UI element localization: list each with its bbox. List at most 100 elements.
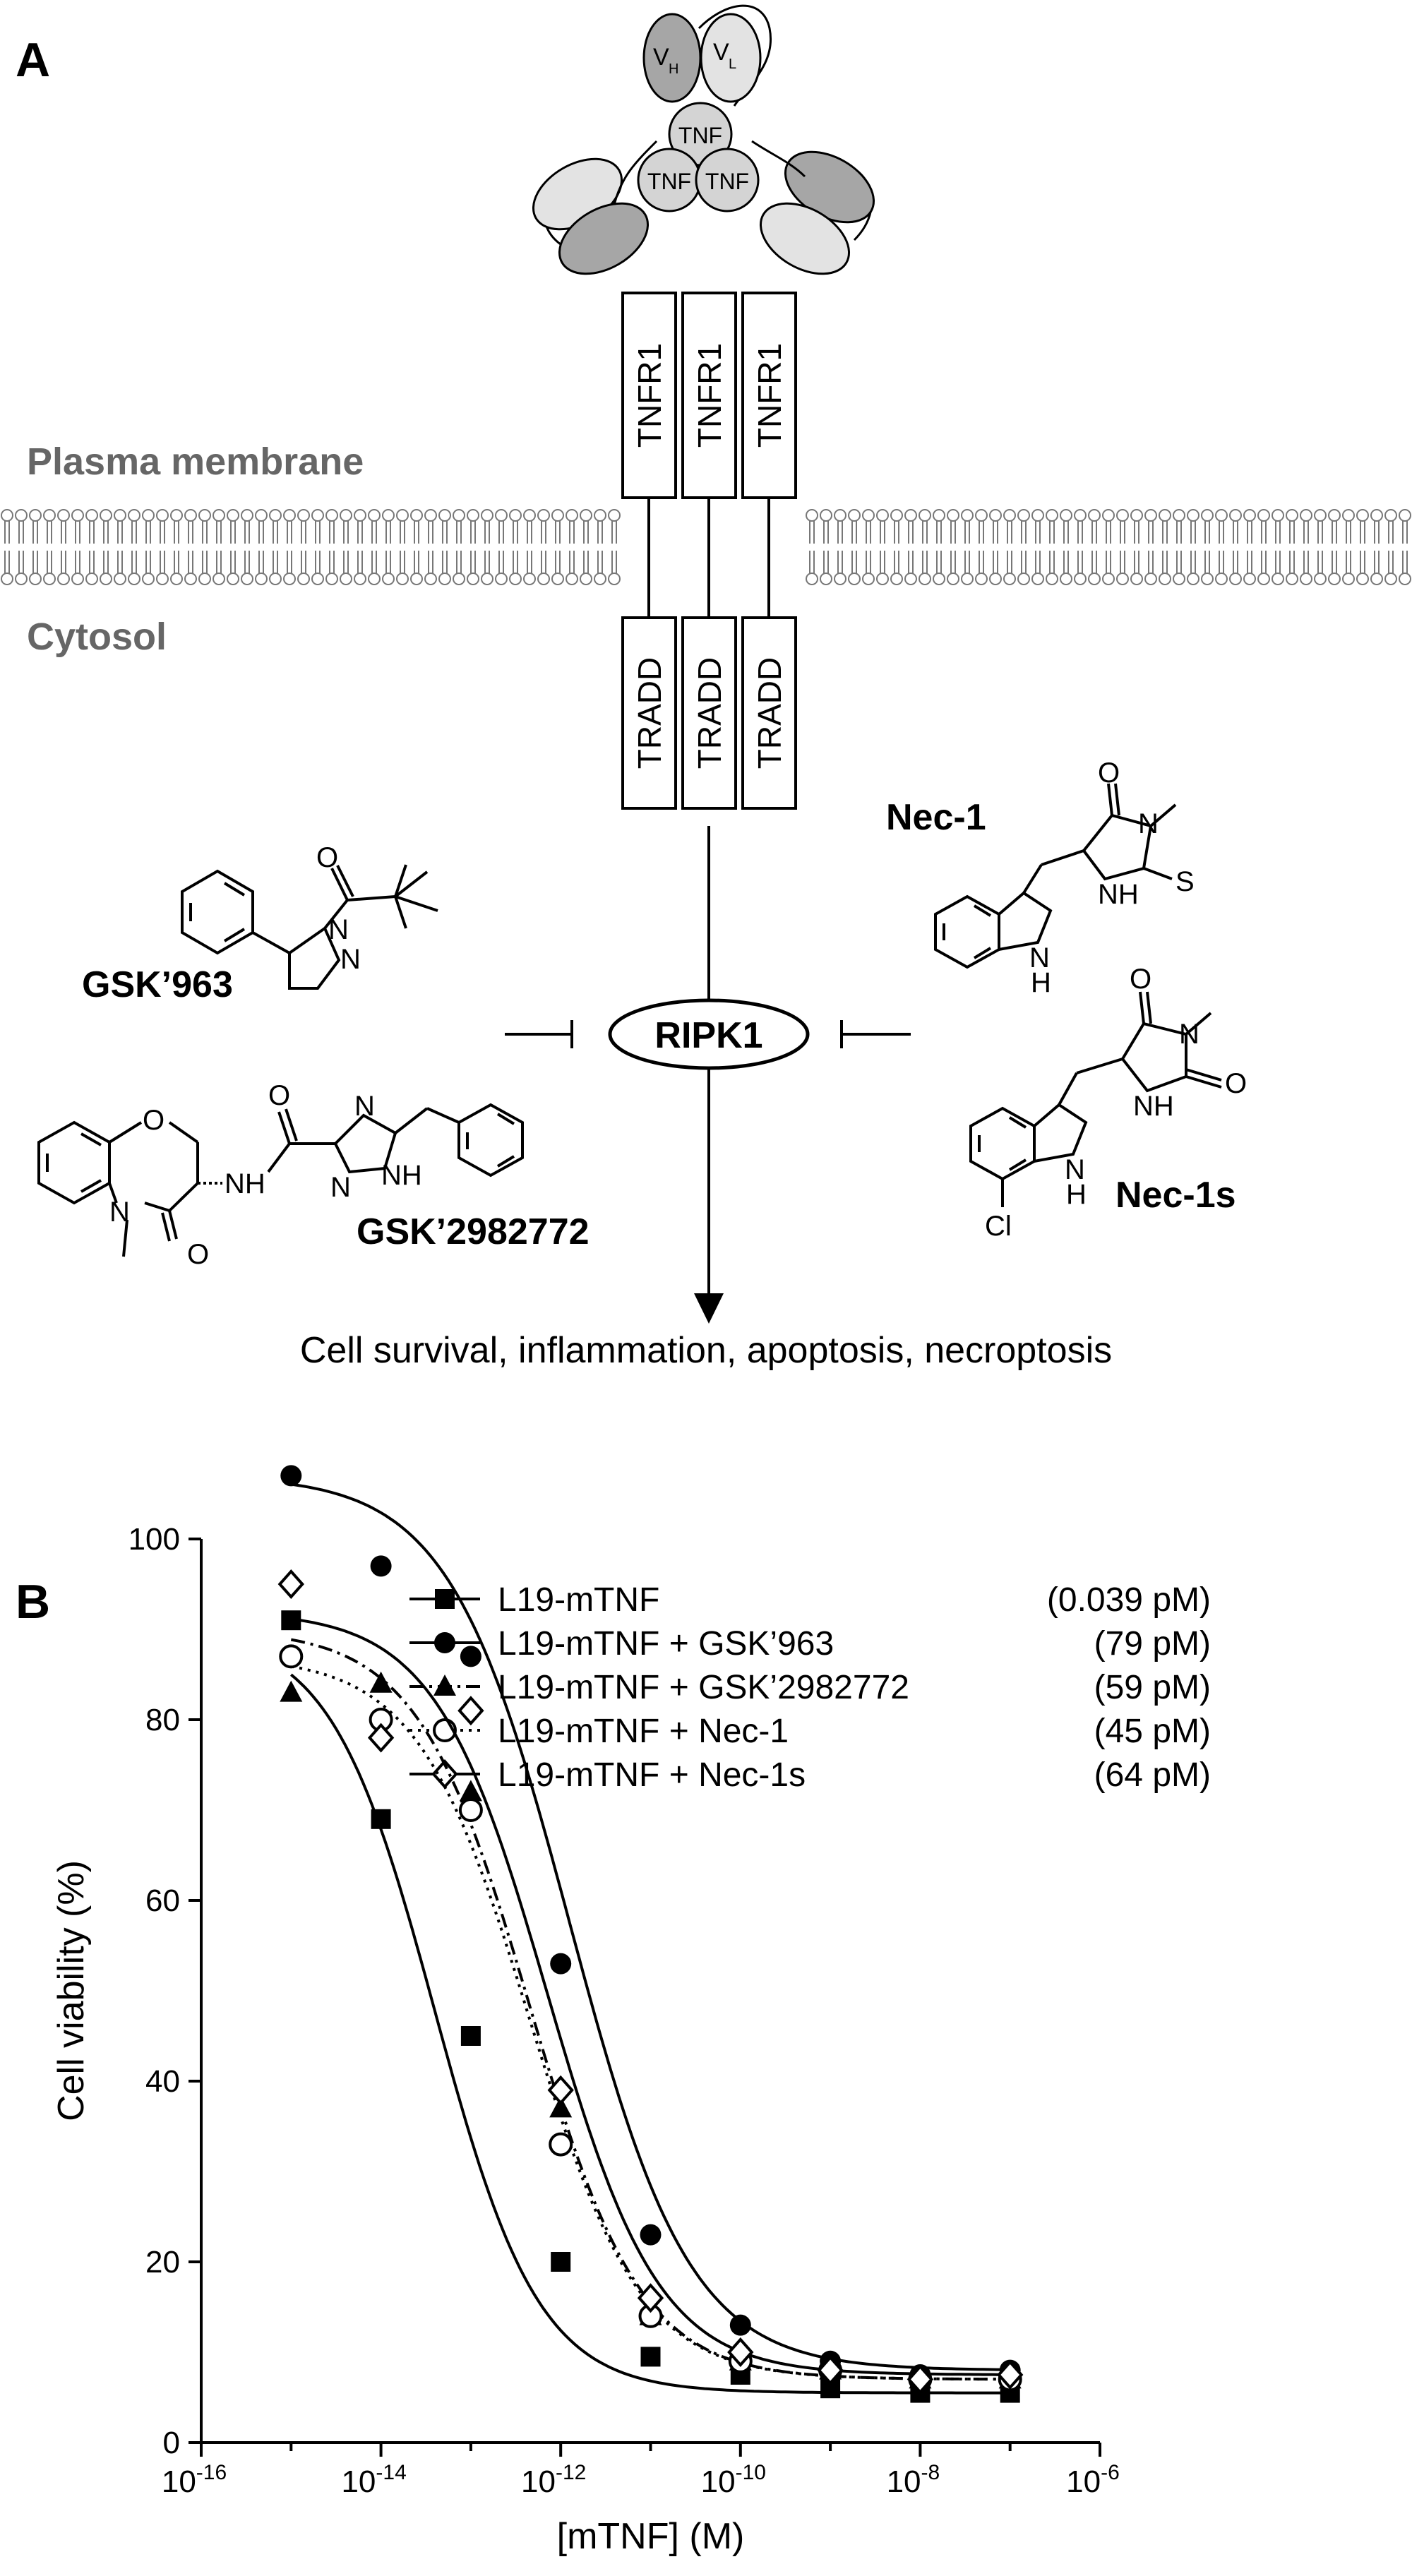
tradd-label-3: TRADD xyxy=(751,657,788,769)
tnfr1-label-2: TNFR1 xyxy=(691,343,728,448)
fit-curve-1 xyxy=(290,1482,1006,2371)
tnfr1-box-1 xyxy=(621,292,677,499)
plasma-membrane-label: Plasma membrane xyxy=(27,441,364,483)
legend-ic50: (59 pM) xyxy=(1094,1669,1211,1706)
y-tick-label: 40 xyxy=(145,2064,180,2099)
vh-domain-top xyxy=(642,13,702,103)
data-point xyxy=(280,1465,302,1487)
legend-ic50: (64 pM) xyxy=(1094,1756,1211,1794)
gsk2982772-atom-nh2: NH xyxy=(381,1160,422,1191)
nec1-structure xyxy=(934,783,1177,969)
vl-sub: L xyxy=(729,56,736,72)
gsk2982772-atom-n2: N xyxy=(354,1091,375,1122)
legend-label: L19-mTNF + Nec-1 xyxy=(498,1713,789,1750)
legend-marker xyxy=(435,1589,455,1609)
vh-sub: H xyxy=(669,61,678,77)
data-point xyxy=(640,2224,662,2246)
legend-ic50: (0.039 pM) xyxy=(1047,1581,1211,1619)
gsk2982772-atom-o3: O xyxy=(268,1080,290,1111)
data-point xyxy=(277,1569,304,1600)
series-3 xyxy=(279,1644,1022,2392)
panel-b-letter: B xyxy=(16,1575,50,1629)
nec1-name: Nec-1 xyxy=(886,797,986,838)
tradd-box-3 xyxy=(741,616,797,810)
data-point xyxy=(549,2132,573,2157)
legend-entry-1: L19-mTNF + GSK’963(79 pM) xyxy=(409,1625,1211,1663)
gsk2982772-atom-n: N xyxy=(109,1197,130,1228)
vh-label: V xyxy=(653,44,669,71)
vl-label: V xyxy=(713,39,729,66)
y-tick-label: 20 xyxy=(145,2245,180,2280)
tradd-adaptors: TRADD TRADD TRADD xyxy=(621,616,797,810)
data-point xyxy=(457,1696,484,1726)
data-point xyxy=(550,1953,572,1975)
data-point xyxy=(371,1809,391,1829)
legend-marker xyxy=(434,1632,455,1653)
data-point xyxy=(460,2026,481,2046)
tnf-label-left: TNF xyxy=(647,169,691,194)
legend-entry-3: L19-mTNF + Nec-1(45 pM) xyxy=(409,1713,1211,1750)
vh-domain-left xyxy=(558,202,650,275)
tnfr1-label-1: TNFR1 xyxy=(631,343,668,448)
fit-curve-0 xyxy=(290,1673,1006,2395)
nec1s-name: Nec-1s xyxy=(1115,1175,1236,1216)
x-tick-label: 10-12 xyxy=(521,2461,586,2499)
gsk963-structure xyxy=(181,864,438,990)
legend-label: L19-mTNF + GSK’2982772 xyxy=(498,1669,909,1706)
nec1s-atom-o2: O xyxy=(1225,1068,1247,1099)
gsk963-name: GSK’963 xyxy=(82,964,233,1005)
legend-entry-2: L19-mTNF + GSK’2982772 (59 pM) xyxy=(409,1669,1211,1706)
legend-label: L19-mTNF xyxy=(498,1581,659,1619)
nec1-atom-h: H xyxy=(1031,967,1051,998)
data-point xyxy=(460,1646,481,1667)
gsk2982772-atom-nh1: NH xyxy=(225,1168,265,1199)
antibody-tnf-complex: V H V L TNF TNF TNF xyxy=(532,4,875,275)
tnfr1-receptors: TNFR1 TNFR1 TNFR1 xyxy=(621,292,797,618)
y-tick-label: 100 xyxy=(128,1522,180,1557)
data-point xyxy=(367,1723,395,1753)
data-point xyxy=(459,1780,482,1802)
data-point xyxy=(370,1555,392,1577)
data-point xyxy=(907,2364,934,2395)
data-point xyxy=(549,2096,573,2118)
nec1-atom-o: O xyxy=(1098,757,1120,789)
tnfr1-box-3 xyxy=(741,292,797,499)
nec1s-structure xyxy=(969,991,1222,1207)
data-point xyxy=(637,2283,664,2313)
legend-ic50: (79 pM) xyxy=(1094,1625,1211,1663)
chart-legend: L19-mTNF (0.039 pM) L19-mTNF + GSK’963(79 … xyxy=(409,1581,1211,1794)
series-2 xyxy=(280,1638,1022,2389)
tnfr1-box-2 xyxy=(681,292,737,499)
y-tick-label: 60 xyxy=(145,1883,180,1918)
legend-label: L19-mTNF + Nec-1s xyxy=(498,1756,806,1794)
nec1s-atom-h: H xyxy=(1066,1179,1087,1210)
data-point xyxy=(369,1671,393,1693)
data-point xyxy=(280,1680,303,1702)
gsk963-atom-o: O xyxy=(316,842,338,873)
tradd-box-1 xyxy=(621,616,677,810)
data-point xyxy=(727,2337,754,2368)
legend-entry-0: L19-mTNF (0.039 pM) xyxy=(409,1581,1211,1619)
legend-marker xyxy=(433,1675,456,1696)
x-tick-label: 10-8 xyxy=(887,2461,940,2499)
nec1s-atom-nh: NH xyxy=(1133,1091,1174,1122)
tradd-label-1: TRADD xyxy=(631,657,668,769)
data-point xyxy=(729,2314,751,2336)
x-tick-label: 10-10 xyxy=(701,2461,766,2499)
cytosol-label: Cytosol xyxy=(27,616,167,658)
data-point xyxy=(817,2355,844,2385)
gsk2982772-atom-o1: O xyxy=(143,1105,164,1136)
gsk963-atom-n1: N xyxy=(328,914,349,945)
gsk2982772-structure xyxy=(37,1103,524,1257)
legend-entry-4: L19-mTNF + Nec-1s (64 pM) xyxy=(409,1756,1211,1794)
panel-a-letter: A xyxy=(16,33,50,87)
tradd-label-2: TRADD xyxy=(691,657,728,769)
x-axis-label: [mTNF] (M) xyxy=(557,2516,745,2557)
inhibition-left xyxy=(505,1020,573,1048)
data-point xyxy=(547,2075,574,2105)
tnf-subunit-right xyxy=(695,148,760,212)
data-point xyxy=(551,2252,571,2272)
data-point xyxy=(997,2359,1024,2390)
